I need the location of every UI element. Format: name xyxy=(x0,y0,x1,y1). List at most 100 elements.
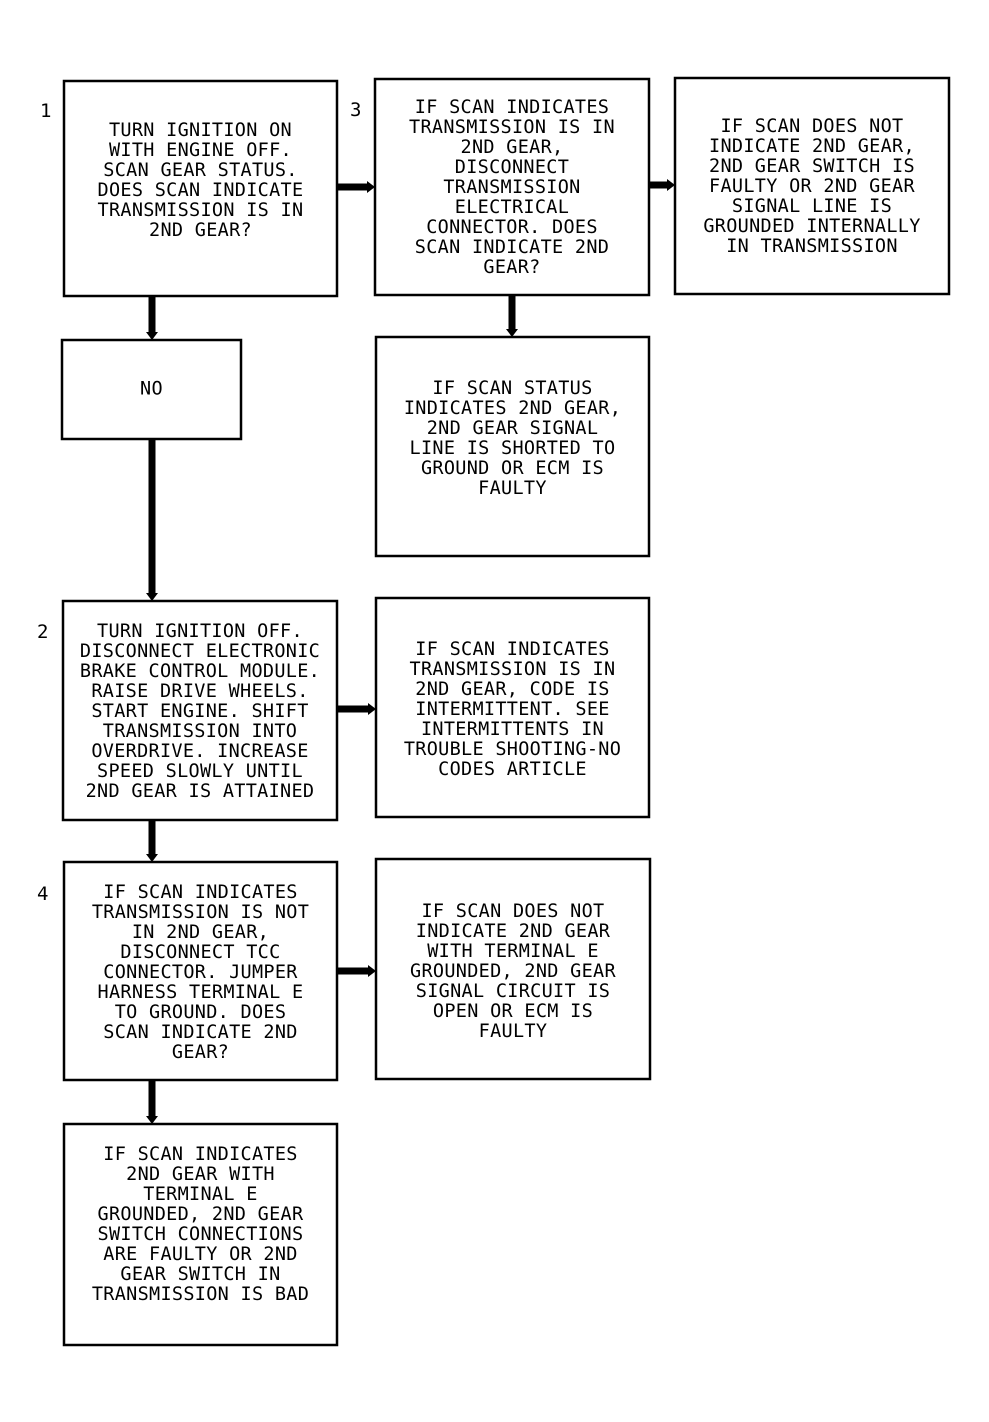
box-text-line: LINE IS SHORTED TO xyxy=(410,438,616,459)
box-text-line: ARE FAULTY OR 2ND xyxy=(103,1244,297,1265)
box-text-line: TRANSMISSION IS IN xyxy=(98,200,304,221)
box-text-line: TO GROUND. DOES xyxy=(115,1002,287,1023)
box-text-line: DISCONNECT xyxy=(455,157,569,178)
box-text-line: OPEN OR ECM IS xyxy=(433,1001,593,1022)
box-text-line: FAULTY xyxy=(479,1021,548,1042)
box-text-line: INTERMITTENT. SEE xyxy=(415,699,609,720)
box-text-line: SIGNAL LINE IS xyxy=(732,196,892,217)
box-text-line: IF SCAN DOES NOT xyxy=(421,901,604,922)
box-text-line: IF SCAN DOES NOT xyxy=(720,116,903,137)
box-text-line: IF SCAN INDICATES xyxy=(103,882,297,903)
down-arrow-head xyxy=(146,1116,158,1124)
down-arrow-head xyxy=(146,854,158,862)
step-number: 3 xyxy=(350,99,361,121)
box-outline xyxy=(374,857,652,1081)
down-arrow-head xyxy=(506,329,518,337)
box-outline xyxy=(673,76,951,296)
box-text-line: GROUNDED INTERNALLY xyxy=(703,216,920,237)
box-text-line: GEAR SWITCH IN xyxy=(120,1264,280,1285)
right-arrow-head xyxy=(667,179,675,191)
box-text-line: IF SCAN INDICATES xyxy=(415,639,609,660)
box-text-line: INDICATES 2ND GEAR, xyxy=(404,398,621,419)
box-text-line: WITH ENGINE OFF. xyxy=(109,140,292,161)
box-text-line: GROUNDED, 2ND GEAR xyxy=(98,1204,304,1225)
box-text-line: HARNESS TERMINAL E xyxy=(98,982,304,1003)
box-outline xyxy=(62,860,339,1082)
box-outline xyxy=(62,1122,339,1347)
box-text-line: CONNECTOR. JUMPER xyxy=(103,962,298,983)
box-text-line: TRANSMISSION IS BAD xyxy=(92,1284,309,1305)
box-text-line: TRANSMISSION INTO xyxy=(103,721,297,742)
box-text-line: GEAR? xyxy=(172,1042,229,1063)
box-text-line: TRANSMISSION xyxy=(443,177,580,198)
box-text-line: START ENGINE. SHIFT xyxy=(91,701,308,722)
box-outline xyxy=(374,596,651,819)
box-text-line: IN TRANSMISSION xyxy=(726,236,898,257)
step-number: 4 xyxy=(37,883,48,905)
box-text-line: BRAKE CONTROL MODULE. xyxy=(80,661,320,682)
box-text-line: TURN IGNITION ON xyxy=(109,120,292,141)
box-outline xyxy=(61,599,339,822)
box-text-line: TRANSMISSION IS IN xyxy=(409,117,615,138)
right-arrow-head xyxy=(368,703,376,715)
box-text-line: INTERMITTENTS IN xyxy=(421,719,604,740)
right-arrow-head xyxy=(367,181,375,193)
box-text-line: WITH TERMINAL E xyxy=(427,941,599,962)
box-text-line: 2ND GEAR? xyxy=(149,220,252,241)
box-text-line: IN 2ND GEAR, xyxy=(132,922,269,943)
box-text-line: FAULTY OR 2ND GEAR xyxy=(709,176,915,197)
box-text-line: IF SCAN INDICATES xyxy=(415,97,609,118)
right-arrow-head xyxy=(368,965,376,977)
box-text-line: DISCONNECT TCC xyxy=(120,942,280,963)
box-text-line: NO xyxy=(140,379,163,400)
box-text-line: 2ND GEAR WITH xyxy=(126,1164,275,1185)
down-arrow-head xyxy=(146,332,158,340)
box-text-line: SWITCH CONNECTIONS xyxy=(98,1224,304,1245)
box-text-line: 2ND GEAR, xyxy=(461,137,564,158)
box-text-line: INDICATE 2ND GEAR xyxy=(416,921,611,942)
box-text-line: IF SCAN STATUS xyxy=(432,378,592,399)
step-number: 2 xyxy=(37,621,48,643)
box-outline xyxy=(60,338,243,441)
box-text-line: SCAN INDICATE 2ND xyxy=(415,237,609,258)
box-text-line: GROUND OR ECM IS xyxy=(421,458,604,479)
box-text-line: 2ND GEAR SIGNAL xyxy=(427,418,599,439)
box-text-line: DOES SCAN INDICATE xyxy=(98,180,304,201)
box-text-line: 2ND GEAR IS ATTAINED xyxy=(86,781,315,802)
box-text-line: ELECTRICAL xyxy=(455,197,569,218)
box-text-line: RAISE DRIVE WHEELS. xyxy=(91,681,308,702)
box-text-line: TRANSMISSION IS IN xyxy=(410,659,616,680)
box-text-line: TROUBLE SHOOTING-NO xyxy=(404,739,621,760)
box-text-line: SCAN GEAR STATUS. xyxy=(103,160,297,181)
box-text-line: CODES ARTICLE xyxy=(438,759,587,780)
box-text-line: IF SCAN INDICATES xyxy=(103,1144,297,1165)
box-text-line: DISCONNECT ELECTRONIC xyxy=(80,641,320,662)
box-text-line: OVERDRIVE. INCREASE xyxy=(91,741,308,762)
box-text-line: 2ND GEAR SWITCH IS xyxy=(709,156,915,177)
box-text-line: SIGNAL CIRCUIT IS xyxy=(416,981,610,1002)
box-outline xyxy=(374,335,651,558)
box-step-2: TURN IGNITION OFF.DISCONNECT ELECTRONICB… xyxy=(61,599,339,822)
box-text-line: 2ND GEAR, CODE IS xyxy=(415,679,609,700)
box-text-line: GROUNDED, 2ND GEAR xyxy=(410,961,616,982)
box-text-line: SPEED SLOWLY UNTIL xyxy=(97,761,303,782)
box-outline xyxy=(373,77,651,297)
down-arrow-head xyxy=(146,593,158,601)
box-text-line: TURN IGNITION OFF. xyxy=(97,621,303,642)
box-no: NO xyxy=(60,338,243,441)
box-text-line: GEAR? xyxy=(483,257,540,278)
box-outline xyxy=(62,79,339,298)
step-number: 1 xyxy=(40,100,51,122)
box-text-line: FAULTY xyxy=(478,478,547,499)
box-text-line: INDICATE 2ND GEAR, xyxy=(709,136,915,157)
box-text-line: CONNECTOR. DOES xyxy=(426,217,598,238)
